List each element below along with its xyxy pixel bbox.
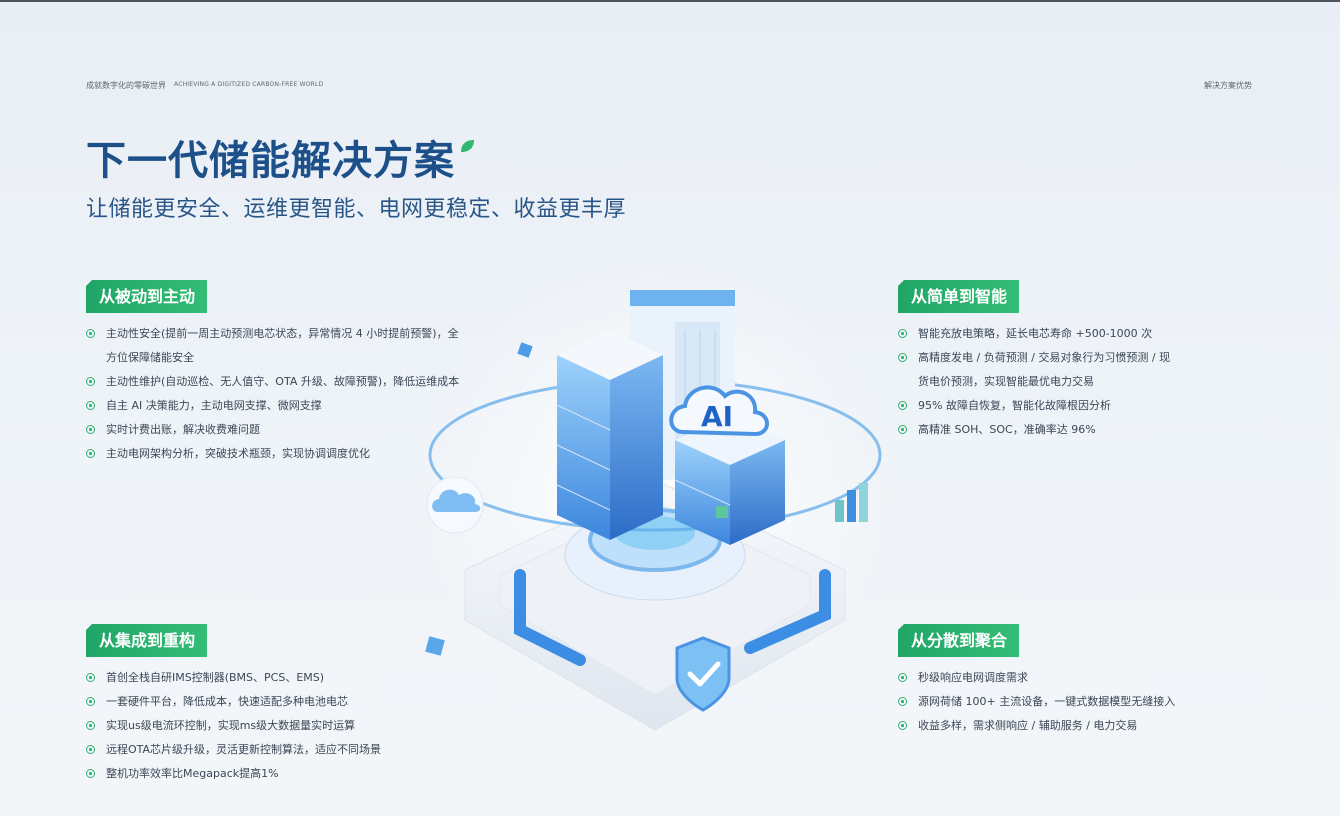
bullet-icon [898, 401, 907, 410]
bullet-icon [898, 425, 907, 434]
list-item: 远程OTA芯片级升级，灵活更新控制算法，适应不同场景 [86, 738, 506, 762]
floating-cube [517, 342, 533, 358]
section-integration-to-reconstruction: 从集成到重构 首创全栈自研IMS控制器(BMS、PCS、EMS) 一套硬件平台，… [86, 624, 506, 786]
header-tagline-en: ACHIEVING A DIGITIZED CARBON-FREE WORLD [174, 81, 324, 88]
page-title: 下一代储能解决方案 [86, 138, 455, 184]
top-border [0, 0, 1340, 2]
section-tag: 从被动到主动 [86, 280, 208, 313]
bullet-icon [86, 401, 95, 410]
floating-cube [425, 636, 445, 656]
bullet-icon [898, 329, 907, 338]
bullet-icon [898, 697, 907, 706]
ai-badge-text: AI [701, 400, 733, 433]
page-subtitle: 让储能更安全、运维更智能、电网更稳定、收益更丰厚 [86, 197, 627, 222]
ai-cloud-badge: AI [669, 385, 769, 437]
chart-bars-icon [835, 483, 868, 522]
bullet-icon [86, 745, 95, 754]
section-passive-to-active: 从被动到主动 主动性安全(提前一周主动预测电芯状态，异常情况 4 小时提前预警)… [86, 280, 486, 466]
shield-check-icon [675, 636, 731, 712]
bullet-icon [898, 721, 907, 730]
list-item: 95% 故障自恢复，智能化故障根因分析 [898, 394, 1228, 418]
floating-cube [716, 506, 728, 518]
list-item: 实时计费出账，解决收费难问题 [86, 418, 486, 442]
bracket-right [744, 569, 831, 654]
list-item: 秒级响应电网调度需求 [898, 666, 1238, 690]
bullet-icon [86, 377, 95, 386]
list-item: 主动性维护(自动巡检、无人值守、OTA 升级、故障预警)，降低运维成本 [86, 370, 486, 394]
section-tag: 从简单到智能 [898, 280, 1020, 313]
section-scattered-to-aggregated: 从分散到聚合 秒级响应电网调度需求 源网荷储 100+ 主流设备，一键式数据模型… [898, 624, 1238, 738]
list-item: 一套硬件平台，降低成本，快速适配多种电池电芯 [86, 690, 506, 714]
bullet-icon [86, 721, 95, 730]
bullet-icon [86, 673, 95, 682]
list-item: 源网荷储 100+ 主流设备，一键式数据模型无缝接入 [898, 690, 1238, 714]
bracket-left [514, 569, 586, 666]
list-item: 主动电网架构分析，突破技术瓶颈，实现协调调度优化 [86, 442, 486, 466]
bullet-icon [898, 673, 907, 682]
bullet-icon [86, 425, 95, 434]
bullet-icon [86, 697, 95, 706]
battery-rack-left [556, 330, 663, 540]
list-item: 智能充放电策略，延长电芯寿命 +500-1000 次 [898, 322, 1228, 346]
list-item: 实现us级电流环控制，实现ms级大数据量实时运算 [86, 714, 506, 738]
list-item: 主动性安全(提前一周主动预测电芯状态，异常情况 4 小时提前预警)，全方位保障储… [86, 322, 466, 370]
bullet-icon [898, 353, 907, 362]
cloud-icon [426, 476, 484, 534]
bullet-icon [86, 449, 95, 458]
section-tag: 从集成到重构 [86, 624, 208, 657]
leaf-icon [461, 140, 474, 152]
section-simple-to-smart: 从简单到智能 智能充放电策略，延长电芯寿命 +500-1000 次 高精度发电 … [898, 280, 1228, 442]
bullet-icon [86, 769, 95, 778]
header-tagline-cn: 成就数字化的零碳世界 [86, 81, 166, 90]
list-item: 首创全栈自研IMS控制器(BMS、PCS、EMS) [86, 666, 506, 690]
list-item: 自主 AI 决策能力，主动电网支撑、微网支撑 [86, 394, 486, 418]
energy-storage-illustration: AI [415, 260, 895, 731]
section-tag: 从分散到聚合 [898, 624, 1020, 657]
header-section-label: 解决方案优势 [1204, 81, 1252, 90]
list-item: 整机功率效率比Megapack提高1% [86, 762, 506, 786]
list-item: 收益多样，需求侧响应 / 辅助服务 / 电力交易 [898, 714, 1238, 738]
header-tagline: 成就数字化的零碳世界 ACHIEVING A DIGITIZED CARBON-… [86, 80, 323, 91]
list-item: 高精准 SOH、SOC，准确率达 96% [898, 418, 1228, 442]
list-item: 高精度发电 / 负荷预测 / 交易对象行为习惯预测 / 现货电价预测，实现智能最… [898, 346, 1178, 394]
bullet-icon [86, 329, 95, 338]
